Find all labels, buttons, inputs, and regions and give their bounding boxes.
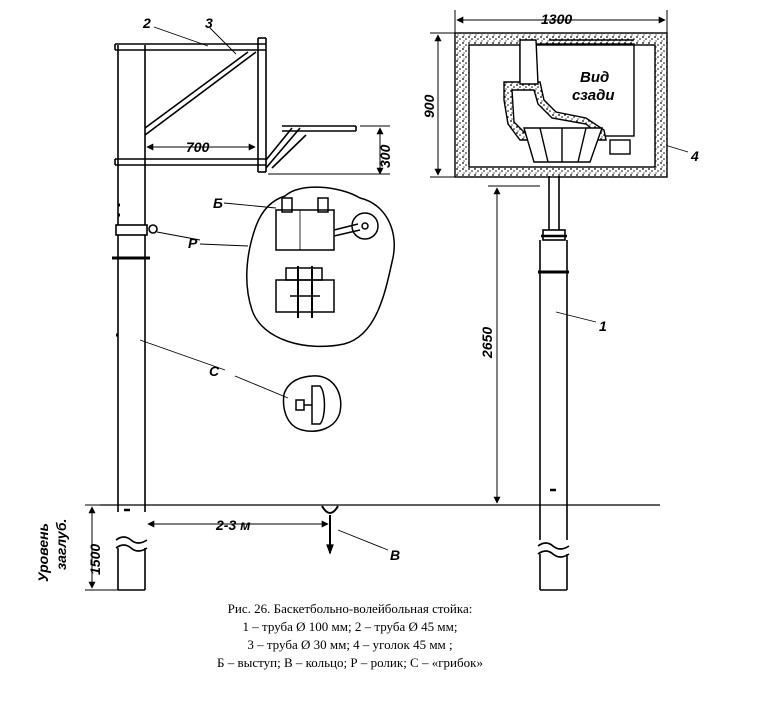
caption-line-2: 1 – труба Ø 100 мм; 2 – труба Ø 45 мм; [242, 619, 458, 634]
rear-view-post [537, 176, 570, 591]
dimension-1300: 1300 [541, 11, 572, 27]
label-1: 1 [599, 318, 607, 334]
caption-line-3: 3 – труба Ø 30 мм; 4 – уголок 45 мм ; [247, 637, 453, 652]
detail-c-callout [282, 375, 342, 432]
depth-level-label-line2: заглуб. [53, 519, 69, 570]
label-3: 3 [205, 15, 213, 31]
dimension-1500: 1500 [87, 544, 103, 575]
label-2: 2 [142, 15, 151, 31]
detail-b-callout [246, 186, 395, 348]
diagram-canvas: 2 3 700 300 Б Р С 2-3 м В 1500 Уровень з… [35, 10, 699, 591]
rear-view-bracket [503, 39, 631, 163]
rear-view-label-line1: Вид [580, 69, 609, 86]
dimension-lines-right [430, 10, 668, 504]
ground-and-ring [100, 504, 660, 555]
caption-line-4: Б – выступ; В – кольцо; Р – ролик; С – «… [217, 655, 483, 670]
depth-level-label-line1: Уровень [35, 523, 51, 582]
caption-line-1: Рис. 26. Баскетбольно-волейбольная стойк… [227, 601, 473, 616]
dimension-lines-left [85, 125, 390, 591]
side-view-clamps [112, 203, 158, 337]
label-4: 4 [690, 148, 699, 164]
dimension-900: 900 [421, 94, 437, 118]
figure-caption: Рис. 26. Баскетбольно-волейбольная стойк… [0, 600, 700, 672]
label-b-detail: Б [213, 195, 223, 211]
dimension-2-3-m: 2-3 м [215, 517, 251, 533]
label-v-ring: В [390, 547, 400, 563]
label-r-roller: Р [188, 235, 198, 251]
side-view-top-arm [114, 37, 357, 173]
dimension-2650: 2650 [479, 327, 495, 359]
label-c-mushroom: С [209, 363, 220, 379]
side-view-post [115, 45, 148, 591]
dimension-700: 700 [186, 139, 210, 155]
dimension-300: 300 [377, 144, 393, 168]
rear-view-label-line2: сзади [572, 87, 615, 104]
